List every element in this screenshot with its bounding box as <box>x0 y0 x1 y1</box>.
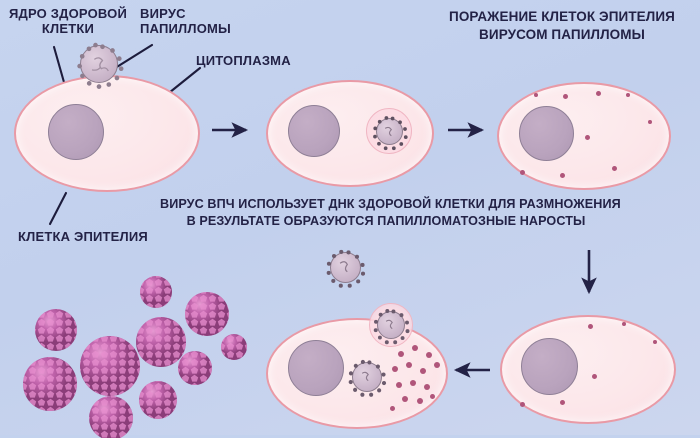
stage-2-nucleus <box>288 105 340 157</box>
virus-corona-spikes-icon <box>373 309 410 345</box>
stage-3-dna-dot <box>585 135 590 140</box>
stage-3-dna-dot <box>520 170 525 175</box>
virion <box>89 396 133 438</box>
stage-3-dna-dot <box>596 91 601 96</box>
stage-3-dna-dot <box>563 94 568 99</box>
flow-arrows <box>212 122 597 378</box>
leader-line-epithelial-cell <box>48 191 68 226</box>
stage-4-dna-dot <box>560 400 565 405</box>
stage-5-new-virion-dot <box>396 382 402 388</box>
stage-5-new-virion-dot <box>412 345 418 351</box>
virus-corona-spikes-icon <box>373 116 408 151</box>
page-title: ПОРАЖЕНИЕ КЛЕТОК ЭПИТЕЛИЯ ВИРУСОМ ПАПИЛЛ… <box>449 9 675 42</box>
stage-5-new-virion-dot <box>420 368 426 374</box>
virus-corona-spikes-icon <box>77 42 124 89</box>
virus-corona-spikes-icon <box>326 249 366 288</box>
virion <box>185 292 229 336</box>
virus-corona-spikes-icon <box>348 359 387 397</box>
label-cytoplasm: ЦИТОПЛАЗМА <box>196 53 291 68</box>
virion <box>139 381 177 419</box>
virion <box>23 357 77 411</box>
virion <box>136 317 186 367</box>
stage-5-new-virion-dot <box>417 398 423 404</box>
stage-4-dna-dot <box>588 324 593 329</box>
label-epithelial-cell: КЛЕТКА ЭПИТЕЛИЯ <box>18 229 148 244</box>
stage-1-virus-particle <box>77 42 124 89</box>
virion <box>221 334 247 360</box>
virion <box>80 336 140 396</box>
stage-5-virus-particle-outside <box>373 309 410 345</box>
stage-4-nucleus <box>521 338 578 395</box>
stage-3-dna-dot <box>534 93 538 97</box>
stage-5-virus-particle-inside <box>348 359 387 397</box>
stage-5-nucleus <box>288 340 344 396</box>
stage-5-new-virion-dot <box>434 362 440 368</box>
stage-3-dna-dot <box>626 93 630 97</box>
stage-3-dna-dot <box>560 173 565 178</box>
stage-4-dna-dot <box>622 322 626 326</box>
stage-5-new-virion-dot <box>390 406 395 411</box>
stage-5-new-virion-dot <box>402 396 408 402</box>
label-virus: ВИРУС ПАПИЛЛОМЫ <box>140 6 231 37</box>
stage-5-new-virion-dot <box>398 351 404 357</box>
stage-4-dna-dot <box>653 340 657 344</box>
stage-5-new-virion-dot <box>424 384 430 390</box>
stage-5-new-virion-dot <box>410 380 416 386</box>
label-nucleus: ЯДРО ЗДОРОВОЙ КЛЕТКИ <box>8 6 128 37</box>
hpv-virion-cluster <box>23 276 247 438</box>
stage-3-nucleus <box>519 106 574 161</box>
stage-1-nucleus <box>48 104 104 160</box>
stage-3-dna-dot <box>612 166 617 171</box>
stage-3-dna-dot <box>648 120 652 124</box>
stage-5-new-virion-dot <box>430 394 435 399</box>
virion <box>35 309 77 351</box>
stage-2-virus-particle <box>373 116 408 151</box>
virion-list <box>23 276 247 438</box>
stage-5-new-virion-dot <box>426 352 432 358</box>
stage-4-dna-dot <box>520 402 525 407</box>
diagram-caption: ВИРУС ВПЧ ИСПОЛЬЗУЕТ ДНК ЗДОРОВОЙ КЛЕТКИ… <box>160 197 621 228</box>
stage-5-new-virion-dot <box>392 366 398 372</box>
stage-5-new-virion-dot <box>406 362 412 368</box>
stage-4-dna-dot <box>592 374 597 379</box>
released-virus-particle <box>326 249 366 288</box>
virion <box>140 276 172 308</box>
leader-line-virus <box>110 43 154 72</box>
virion <box>178 351 212 385</box>
stage-1-epithelial-cell <box>14 75 200 192</box>
